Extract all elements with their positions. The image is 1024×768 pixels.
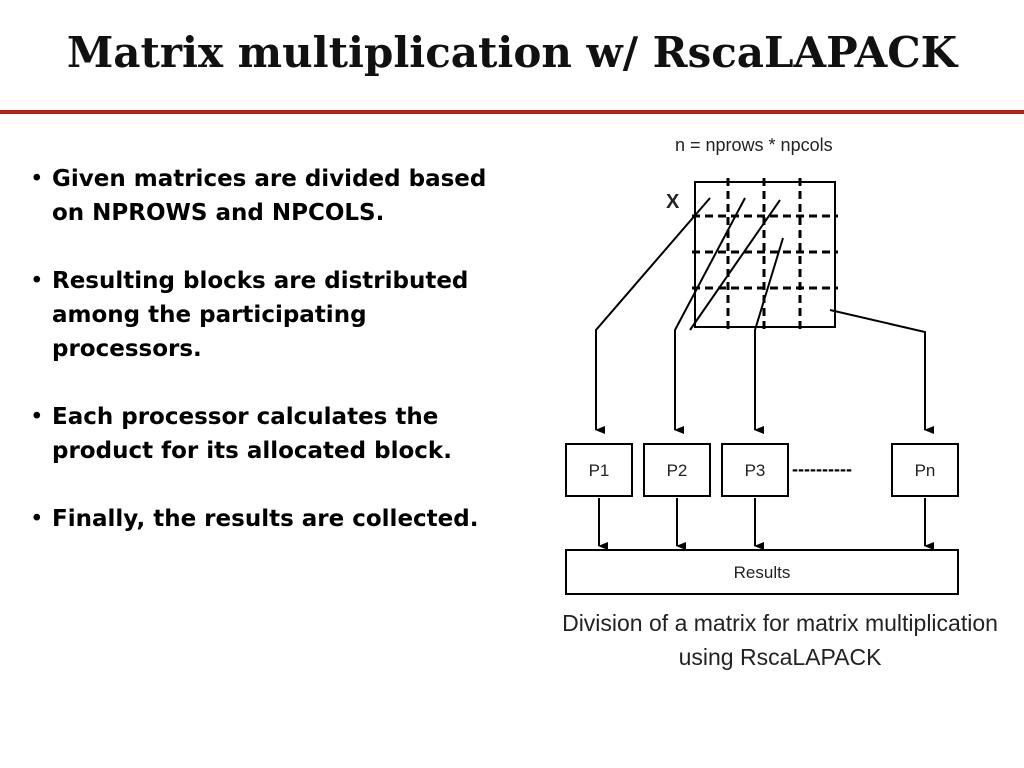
bullet-marker: • xyxy=(30,404,44,430)
distribution-line xyxy=(595,197,711,434)
diagram-caption: Division of a matrix for matrix multipli… xyxy=(562,610,998,670)
processor-label-p1: P1 xyxy=(589,461,610,480)
processor-box-p1 xyxy=(565,443,633,497)
processor-label-p3: P3 xyxy=(745,461,766,480)
slide-title: Matrix multiplication w/ RscaLAPACK xyxy=(66,28,958,77)
processor-label-p2: P2 xyxy=(667,461,688,480)
processor-box-p3 xyxy=(721,443,789,497)
bullet-text: Finally, the results are collected. xyxy=(52,506,479,532)
bullet-list: • Given matrices are divided based on NPR… xyxy=(30,162,500,570)
bullet-marker: • xyxy=(30,166,44,192)
distribution-line xyxy=(754,237,784,434)
results-label: Results xyxy=(734,563,791,582)
processor-label-pn: Pn xyxy=(915,461,936,480)
bullet-marker: • xyxy=(30,268,44,294)
bullet-item: • Finally, the results are collected. xyxy=(30,502,500,536)
title-divider xyxy=(0,110,1024,114)
results-box xyxy=(565,549,959,595)
distribution-line xyxy=(674,197,746,434)
bullet-item: • Each processor calculates the product f… xyxy=(30,400,500,468)
processor-ellipsis: ---------- xyxy=(792,459,852,479)
processor-box-pn xyxy=(891,443,959,497)
bullet-marker: • xyxy=(30,506,44,532)
bullet-text: Each processor calculates the product fo… xyxy=(52,404,452,464)
result-arrows xyxy=(598,498,934,550)
processor-boxes: P1 P2 P3 ---------- Pn xyxy=(565,443,959,497)
processor-box-p2 xyxy=(643,443,711,497)
bullet-text: Given matrices are divided based on NPRO… xyxy=(52,166,487,226)
matrix-label: X xyxy=(666,191,680,213)
distribution-line-extra xyxy=(689,199,781,331)
matrix-grid xyxy=(692,178,838,330)
formula-label: n = nprows * npcols xyxy=(675,135,833,155)
matrix-division-diagram: n = nprows * npcols X P1 P2 xyxy=(565,135,959,595)
bullet-item: • Resulting blocks are distributed among … xyxy=(30,264,500,366)
distribution-lines xyxy=(595,197,934,434)
distribution-line xyxy=(829,309,934,434)
bullet-text: Resulting blocks are distributed among t… xyxy=(52,268,469,362)
bullet-item: • Given matrices are divided based on NPR… xyxy=(30,162,500,230)
